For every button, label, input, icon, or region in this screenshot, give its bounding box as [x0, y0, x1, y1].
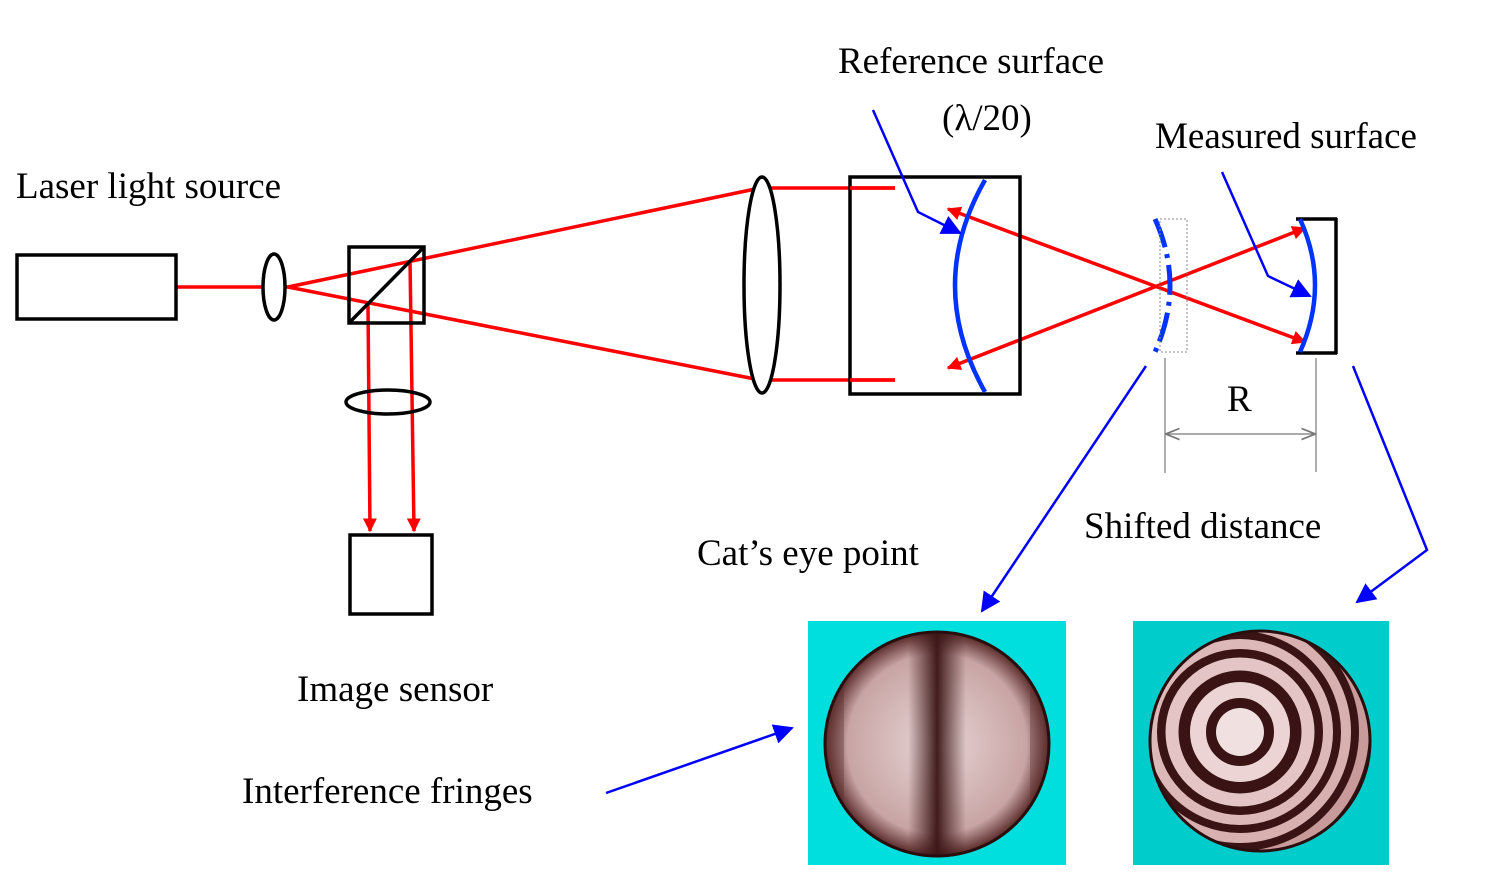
fringes-pointer [605, 724, 794, 795]
return-beam-left [362, 304, 377, 533]
reference-surface-pointer [871, 109, 962, 235]
interference-fringes-label: Interference fringes [242, 771, 533, 812]
cats-eye-fringe-image [808, 621, 1066, 865]
laser-source-label: Laser light source [16, 166, 281, 207]
laser-source-box [15, 253, 178, 321]
imaging-lens [344, 388, 432, 416]
image-sensor-box [348, 533, 434, 616]
measured-fringe-pointer [1351, 365, 1429, 604]
measured-surface-curve [1297, 218, 1318, 353]
measured-surface-pointer [1220, 171, 1312, 298]
diverging-beam-upper [287, 186, 761, 289]
reference-surface-label: Reference surface [838, 41, 1104, 82]
reference-surface-curve [952, 178, 987, 394]
return-beam-right [406, 259, 421, 533]
diverging-beam-lower [287, 285, 761, 382]
cats-eye-point-label: Cat’s eye point [697, 533, 920, 574]
shifted-distance-label: Shifted distance [1084, 506, 1321, 547]
shifted-position-outline [1159, 218, 1188, 353]
pointer-arrows [605, 109, 1429, 795]
measured-surface-mount [1296, 217, 1338, 355]
optical-components [15, 175, 1338, 616]
beam-paths [176, 186, 1307, 533]
cats-eye-pointer [980, 365, 1148, 613]
measured-surface-label: Measured surface [1155, 116, 1417, 157]
reference-spec-label: (λ/20) [942, 98, 1032, 139]
beam-into-housing [850, 186, 895, 382]
surfaces [952, 178, 1318, 394]
measured-fringe-image [1133, 621, 1389, 865]
shifted-surface-curve [1152, 217, 1173, 354]
beam-splitter-cube [347, 245, 426, 325]
reflected-beam-upper [946, 206, 1307, 345]
collimating-lens [742, 175, 782, 395]
focusing-lens [261, 252, 287, 322]
radius-label: R [1227, 379, 1252, 420]
reference-lens-housing [848, 175, 1022, 396]
dimension-r [1164, 358, 1317, 473]
image-sensor-label: Image sensor [297, 669, 493, 710]
reflected-beam-lower [946, 226, 1307, 370]
